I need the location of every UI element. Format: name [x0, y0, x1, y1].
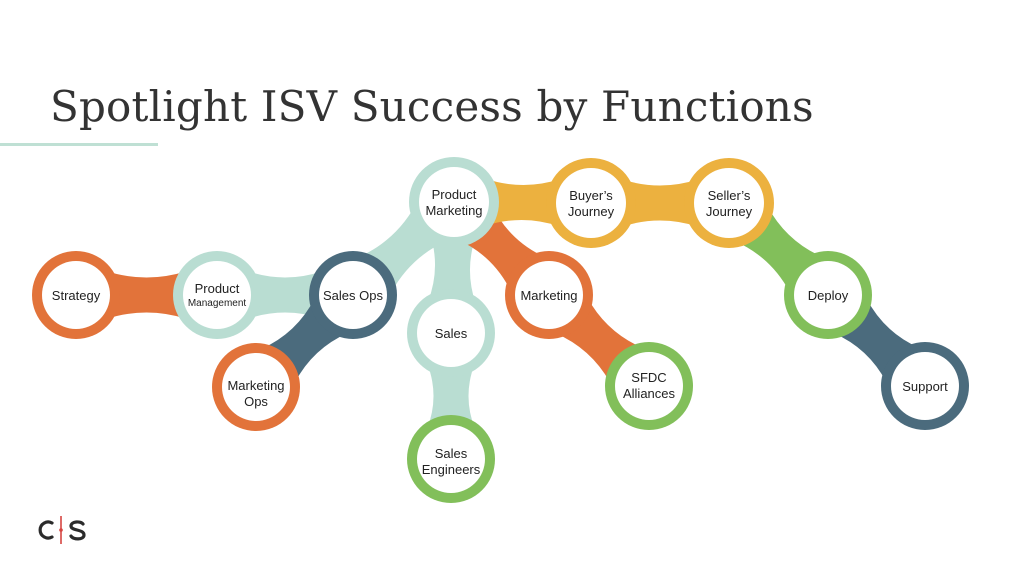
node-sfdc-alliances-label-2: Alliances	[623, 386, 676, 401]
node-support-disc	[891, 352, 959, 420]
node-product-marketing: Product Marketing	[409, 157, 499, 247]
node-sales-engineers-label-1: Sales	[435, 446, 468, 461]
node-sales-ops-disc	[319, 261, 387, 329]
node-deploy: Deploy	[784, 251, 872, 339]
node-strategy-disc	[42, 261, 110, 329]
node-product-management-disc	[183, 261, 251, 329]
node-sales-ops: Sales Ops	[309, 251, 397, 339]
connector-product-marketing-to-sales	[427, 231, 478, 304]
node-marketing-ops: Marketing Ops	[212, 343, 300, 431]
node-buyers-journey: Buyer’s Journey	[546, 158, 636, 248]
node-marketing-ops-label-2: Ops	[244, 394, 268, 409]
node-sales-label: Sales	[435, 326, 468, 341]
node-sfdc-alliances-label-1: SFDC	[631, 370, 666, 385]
node-sales-engineers: Sales Engineers	[407, 415, 495, 503]
node-sellers-journey-label-1: Seller’s	[708, 188, 751, 203]
connector-buyers-journey-to-sellers-journey	[621, 179, 699, 227]
node-sellers-journey-label-2: Journey	[706, 204, 753, 219]
node-deploy-disc	[794, 261, 862, 329]
node-product-marketing-label-2: Marketing	[425, 203, 482, 218]
node-sales-ops-label: Sales Ops	[323, 288, 383, 303]
connector-product-marketing-to-buyers-journey	[483, 178, 562, 227]
node-marketing-label: Marketing	[520, 288, 577, 303]
node-buyers-journey-disc	[556, 168, 626, 238]
title-underline	[0, 143, 158, 146]
node-support: Support	[881, 342, 969, 430]
connector-sales-to-sales-engineers	[427, 363, 475, 429]
nodes: Strategy Product Management Sales Ops Ma…	[32, 157, 969, 503]
node-marketing-disc	[515, 261, 583, 329]
node-sales-disc	[417, 299, 485, 367]
node-sellers-journey: Seller’s Journey	[684, 158, 774, 248]
node-sfdc-alliances-disc	[615, 352, 683, 420]
node-product-management-label-2: Management	[188, 298, 247, 309]
node-sales-engineers-label-2: Engineers	[422, 462, 481, 477]
node-sales-engineers-disc	[417, 425, 485, 493]
node-sellers-journey-disc	[694, 168, 764, 238]
node-product-management-label-1: Product	[195, 281, 240, 296]
node-buyers-journey-label-2: Journey	[568, 204, 615, 219]
node-support-label: Support	[902, 379, 948, 394]
node-marketing-ops-label-1: Marketing	[227, 378, 284, 393]
cs-logo-icon	[38, 516, 86, 544]
connector-product-management-to-sales-ops	[247, 271, 323, 319]
node-strategy-label: Strategy	[52, 288, 101, 303]
node-product-marketing-disc	[419, 167, 489, 237]
node-product-marketing-label-1: Product	[432, 187, 477, 202]
node-marketing: Marketing	[505, 251, 593, 339]
node-deploy-label: Deploy	[808, 288, 849, 303]
node-product-management: Product Management	[173, 251, 261, 339]
node-buyers-journey-label-1: Buyer’s	[569, 188, 613, 203]
node-marketing-ops-disc	[222, 353, 290, 421]
connector-strategy-to-product-management	[106, 271, 187, 319]
node-sales: Sales	[407, 289, 495, 377]
page-title: Spotlight ISV Success by Functions	[50, 82, 814, 131]
node-sfdc-alliances: SFDC Alliances	[605, 342, 693, 430]
node-strategy: Strategy	[32, 251, 120, 339]
